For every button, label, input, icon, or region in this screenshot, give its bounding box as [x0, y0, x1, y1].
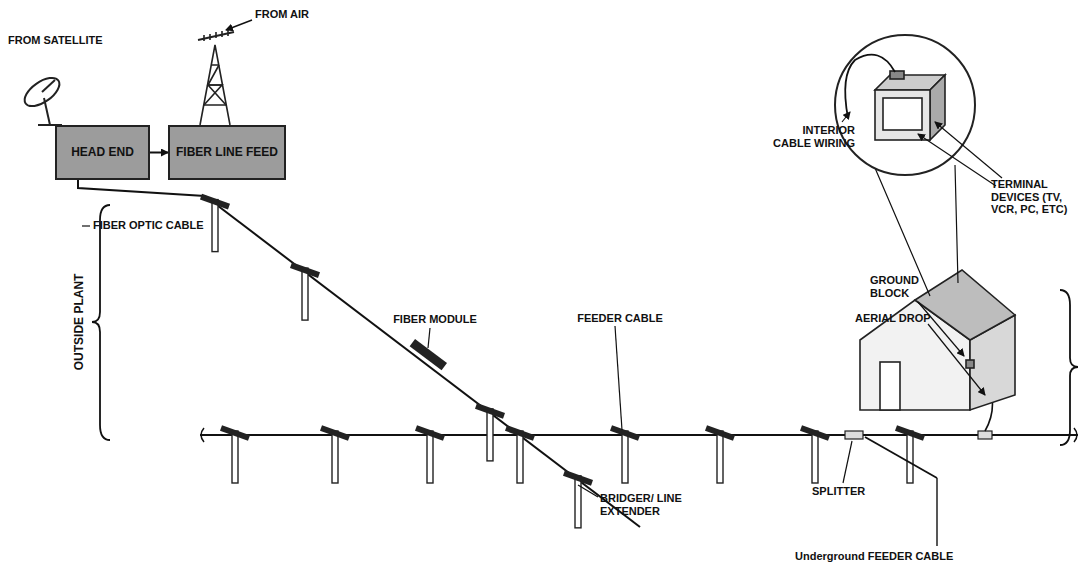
terminal-device	[875, 71, 945, 140]
splitter	[845, 431, 863, 439]
leader-lines	[428, 112, 1002, 497]
text-label: FEEDER CABLE	[565, 312, 675, 325]
text-label: GROUND BLOCK	[870, 274, 960, 299]
interior-cable	[845, 55, 895, 118]
pole	[302, 268, 308, 320]
pole	[427, 431, 433, 483]
fiber-optic-cable	[78, 180, 205, 196]
process-box: HEAD END	[55, 125, 150, 180]
antenna-tower	[198, 30, 234, 125]
text-label: AERIAL DROP	[855, 312, 945, 325]
text-label: FROM SATELLITE	[8, 34, 148, 47]
pole	[212, 200, 218, 252]
house	[860, 270, 1015, 410]
pole	[232, 431, 238, 483]
crossarm	[611, 428, 639, 438]
process-box: FIBER LINE FEED	[168, 125, 286, 180]
crossarm	[896, 428, 924, 438]
pole	[332, 431, 338, 483]
text-label: FIBER OPTIC CABLE	[93, 219, 233, 232]
crossarm	[291, 265, 319, 275]
crossarm	[221, 428, 249, 438]
crossarm	[201, 197, 229, 207]
crossarm	[801, 428, 829, 438]
underground-feeder	[865, 437, 937, 478]
utility-poles	[201, 197, 924, 528]
pole	[487, 409, 493, 461]
text-label: BRIDGER/ LINE EXTENDER	[600, 492, 690, 517]
text-label: SPLITTER	[812, 485, 892, 498]
box-label: FIBER LINE FEED	[176, 146, 278, 160]
pole	[812, 431, 818, 483]
pole	[907, 431, 913, 483]
bracket	[1060, 290, 1078, 445]
inset-circle	[835, 35, 975, 175]
text-label: FIBER MODULE	[380, 313, 490, 326]
pole	[575, 476, 581, 528]
fiber-optic-cable	[78, 180, 205, 195]
air-arrow	[226, 20, 252, 30]
underground-leader	[936, 478, 937, 546]
pole	[622, 431, 628, 483]
text-label: Underground FEEDER CABLE	[795, 550, 1015, 563]
box-label: HEAD END	[71, 146, 134, 160]
pole	[517, 431, 523, 483]
fiber-run	[205, 196, 640, 527]
pole	[717, 431, 723, 483]
text-label: TERMINAL DEVICES (TV, VCR, PC, ETC)	[991, 178, 1085, 216]
fiber-cable-leader	[82, 225, 90, 226]
crossarm	[476, 406, 504, 416]
crossarm	[706, 428, 734, 438]
crossarm	[416, 428, 444, 438]
crossarm	[321, 428, 349, 438]
crossarm	[506, 428, 534, 438]
text-label: FROM AIR	[255, 8, 345, 21]
connector-arrow	[150, 152, 168, 154]
tap	[978, 431, 992, 439]
text-label: OUTSIDE PLANT	[73, 274, 87, 371]
text-label: INTERIOR CABLE WIRING	[770, 124, 855, 149]
crossarm	[564, 473, 592, 483]
bracket	[92, 205, 110, 440]
satellite-dish	[20, 72, 64, 125]
